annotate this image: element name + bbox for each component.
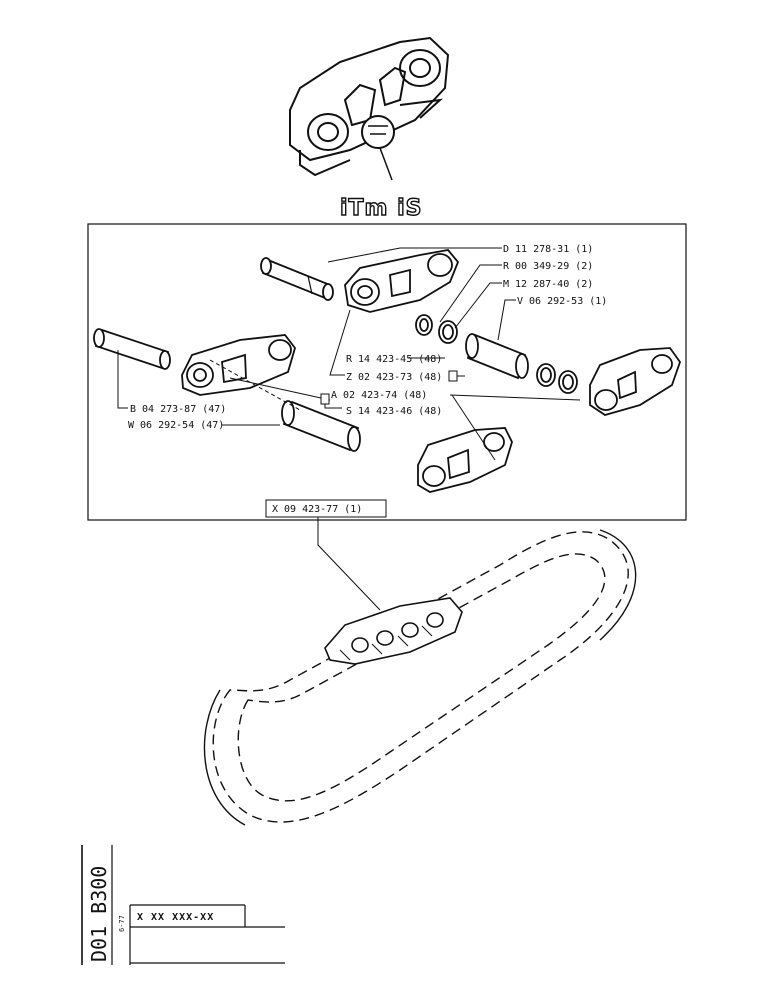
exploded-view-frame (87, 223, 687, 521)
chain-segment-drawing (324, 597, 463, 665)
right-link-drawing (589, 347, 682, 416)
drawing-date: 6-77 (118, 915, 126, 932)
pin-drawing (260, 257, 334, 301)
part-label-R: R 00 349-29 (2) (503, 261, 593, 272)
part-label-Z: Z 02 423-73 (48) (346, 372, 442, 383)
long-pin-drawing (93, 328, 171, 370)
part-label-M: M 12 287-40 (2) (503, 279, 593, 290)
leader-lines (117, 247, 581, 611)
lower-bushing-drawing (281, 400, 361, 452)
part-code: X XX XXX-XX (137, 912, 214, 923)
bushing-drawing (415, 314, 458, 344)
sleeve-drawing (465, 333, 578, 394)
lower-link-drawing (417, 427, 513, 493)
part-label-D: D 11 278-31 (1) (503, 244, 593, 255)
page-reference: D01 B300 (87, 866, 111, 962)
part-label-B: B 04 273-87 (47) (130, 404, 226, 415)
top-track-link-drawing (289, 36, 450, 181)
upper-link-drawing (344, 249, 460, 313)
left-link-drawing (181, 334, 296, 396)
part-label-A: A 02 423-74 (48) (331, 390, 427, 401)
part-label-V: V 06 292-53 (1) (517, 296, 607, 307)
part-label-R14: R 14 423-45 (48) (346, 354, 442, 365)
part-label-S: S 14 423-46 (48) (346, 406, 442, 417)
assembly-label: X 09 423-77 (1) (272, 504, 362, 515)
track-loop-drawing (203, 529, 637, 826)
title-block: D01 B300 6-77 X XX XXX-XX (81, 845, 285, 965)
brand-logo: iTm iS (340, 196, 423, 221)
part-label-W: W 06 292-54 (47) (128, 420, 224, 431)
assembly-label-box (265, 499, 387, 518)
